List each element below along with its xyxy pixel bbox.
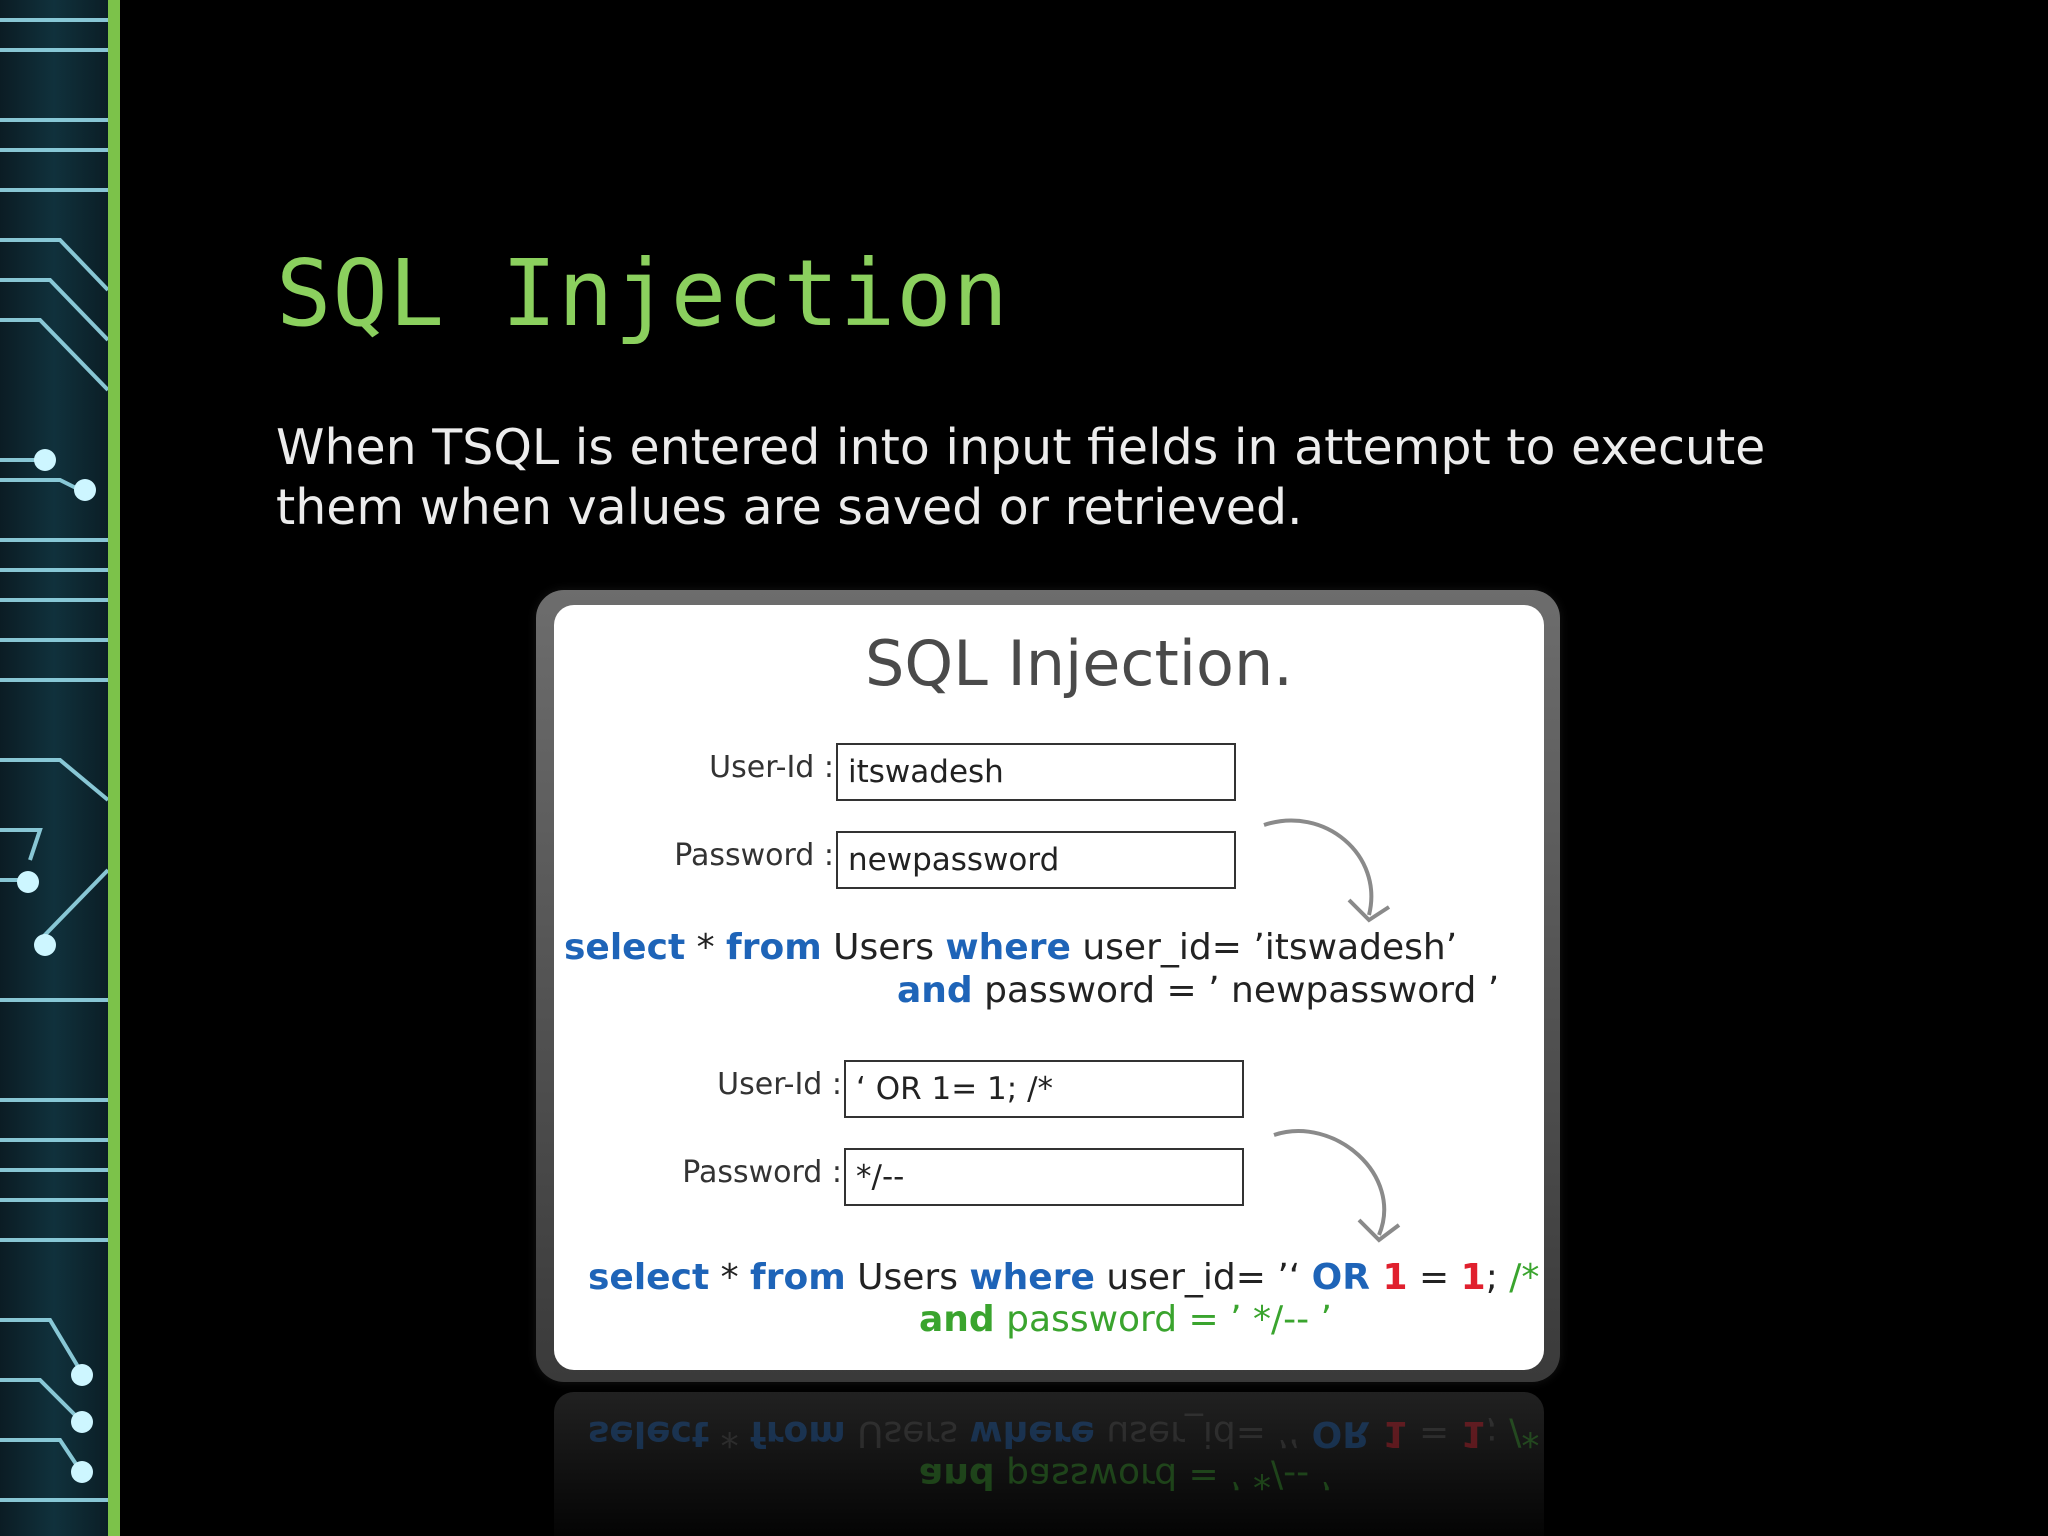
sql-text: * [685, 927, 727, 968]
sql-keyword: from [750, 1413, 846, 1454]
sql-keyword: where [945, 927, 1071, 968]
circuit-board-decoration [0, 0, 120, 1536]
ex1-password-field: newpassword [836, 831, 1236, 889]
sql-number: 1 [1370, 1257, 1408, 1298]
sql-text: * [709, 1413, 751, 1454]
sql-number: 1 [1370, 1413, 1408, 1454]
sql-comment: /* ’ [1509, 1257, 1544, 1298]
sql-keyword: from [726, 927, 822, 968]
sql-keyword: select [588, 1257, 710, 1298]
sql-text: user_id= ’‘ [1094, 1413, 1312, 1454]
ex2-userid-field: ‘ OR 1= 1; /* [844, 1060, 1244, 1118]
sql-comment: password = ’ */-- ’ [994, 1455, 1332, 1496]
sql-injection-illustration: SQL Injection. User-Id : itswadesh Passw… [554, 605, 1544, 1370]
ex2-password-field: */-- [844, 1148, 1244, 1206]
sql-text: Users [845, 1257, 970, 1298]
sql-text: = [1407, 1257, 1461, 1298]
ex2-query-line1: select * from Users where user_id= ’‘ OR… [588, 1257, 1544, 1298]
slide-title: SQL Injection [276, 240, 1010, 347]
sql-text: ; [1485, 1257, 1498, 1298]
sql-keyword: OR [1311, 1257, 1370, 1298]
sql-keyword: and [919, 1455, 995, 1496]
sql-keyword: select [564, 927, 686, 968]
sql-text: ; [1485, 1413, 1498, 1454]
sql-text: user_id= ’itswadesh’ [1070, 927, 1458, 968]
ex1-query-line1: select * from Users where user_id= ’itsw… [564, 927, 1457, 968]
sql-keyword: and [897, 970, 973, 1011]
reflection-content: select * from Users where user_id= ’‘ OR… [554, 1392, 1544, 1536]
curved-arrow-icon [1263, 818, 1391, 923]
sql-text: Users [845, 1413, 970, 1454]
sql-text: password = ’ newpassword ’ [972, 970, 1500, 1011]
sql-keyword: from [750, 1257, 846, 1298]
curved-arrow-icon [1273, 1129, 1401, 1243]
sql-keyword: and [919, 1299, 995, 1340]
ex1-userid-label: User-Id : [709, 750, 834, 785]
sql-comment: /* ’ [1509, 1413, 1544, 1454]
sql-keyword: where [969, 1413, 1095, 1454]
slide-body-text: When TSQL is entered into input fields i… [276, 419, 1766, 536]
reflection-line: select * from Users where user_id= ’‘ OR… [588, 1413, 1544, 1454]
sql-text: Users [821, 927, 946, 968]
sql-text: = [1407, 1413, 1461, 1454]
sql-keyword: where [969, 1257, 1095, 1298]
ex2-query-line2: and password = ’ */-- ’ [919, 1299, 1332, 1340]
ex2-password-label: Password : [682, 1155, 842, 1190]
illustration-title: SQL Injection. [865, 627, 1293, 700]
reflection-line: and password = ’ */-- ’ [919, 1455, 1332, 1496]
ex1-password-label: Password : [674, 838, 834, 873]
illustration-reflection: select * from Users where user_id= ’‘ OR… [554, 1392, 1544, 1536]
sql-text: * [709, 1257, 751, 1298]
ex1-query-line2: and password = ’ newpassword ’ [897, 970, 1499, 1011]
ex1-userid-field: itswadesh [836, 743, 1236, 801]
accent-bar [108, 0, 120, 1536]
sql-keyword: select [588, 1413, 710, 1454]
sql-keyword: OR [1311, 1413, 1370, 1454]
sql-comment: password = ’ */-- ’ [994, 1299, 1332, 1340]
ex2-userid-label: User-Id : [717, 1067, 842, 1102]
sql-number: 1 [1460, 1257, 1486, 1298]
circuit-traces [0, 18, 108, 1502]
sql-text: user_id= ’‘ [1094, 1257, 1312, 1298]
sql-number: 1 [1460, 1413, 1486, 1454]
